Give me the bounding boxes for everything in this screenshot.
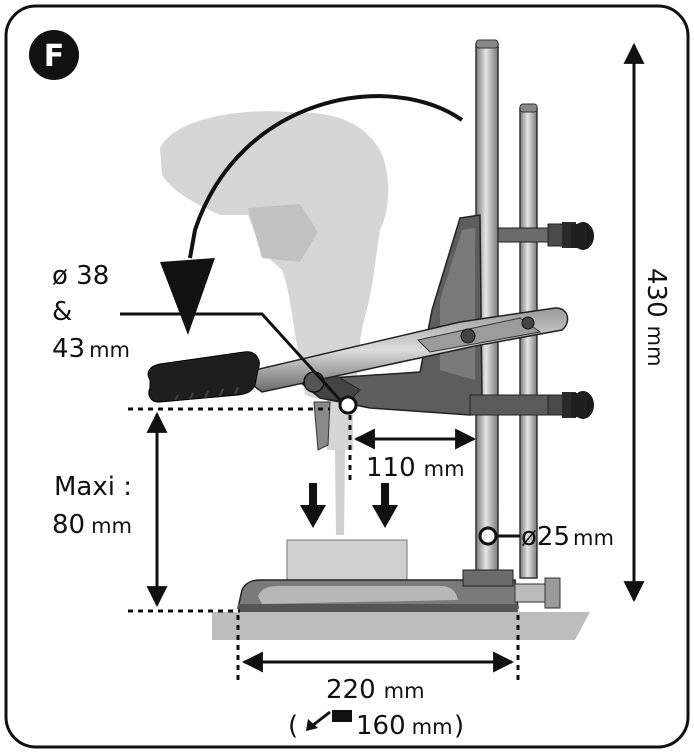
reach-label-unit: mm (424, 457, 465, 481)
diagonal-open-paren: ( (288, 711, 298, 741)
rotation-arrow-icon (160, 94, 464, 335)
drill-stand-icon (298, 214, 594, 451)
collar-pointer-dot (338, 395, 358, 415)
badge-circle (29, 30, 79, 80)
rear-column (519, 107, 538, 579)
column-label-unit: mm (573, 526, 614, 550)
workpiece (286, 539, 408, 581)
base-label-number: 220 (326, 675, 376, 705)
lever-icon (147, 307, 569, 403)
upper-knob-icon (562, 222, 594, 250)
column-label-prefix: ø (521, 522, 537, 552)
maxi-label-unit: mm (91, 514, 132, 538)
base-label-unit: mm (384, 679, 425, 703)
collar-label-line2: & (52, 297, 72, 327)
column-pointer-dot (478, 526, 498, 546)
diagonal-label-number: 160 (356, 711, 406, 741)
collar-label-unit: mm (89, 338, 130, 362)
down-arrows-icon (300, 483, 398, 528)
bench-surface (212, 612, 590, 640)
reach-label: 110 mm (366, 453, 465, 483)
figure-badge: F (29, 30, 79, 80)
diagonal-close-paren: ) (454, 711, 464, 741)
height-label: 430 mm (641, 268, 671, 367)
collar-label-line1: ø 38 (52, 261, 109, 291)
diagonal-label-unit: mm (412, 715, 453, 739)
diagonal-arrow-icon (306, 710, 352, 731)
maxi-label-number: 80 (52, 510, 85, 540)
base-label: 220 mm (326, 675, 425, 705)
badge-letter: F (44, 39, 65, 74)
lower-knob-icon (562, 391, 594, 419)
reach-label-number: 110 (366, 453, 416, 483)
maxi-label-line1: Maxi : (54, 472, 132, 502)
collar-pointer-line (120, 312, 342, 402)
height-label-number: 430 (641, 268, 671, 318)
stand-base (237, 569, 561, 612)
height-label-unit: mm (643, 326, 667, 367)
column-label-number: 25 (537, 522, 570, 552)
collar-label-number: 43 (52, 334, 85, 364)
